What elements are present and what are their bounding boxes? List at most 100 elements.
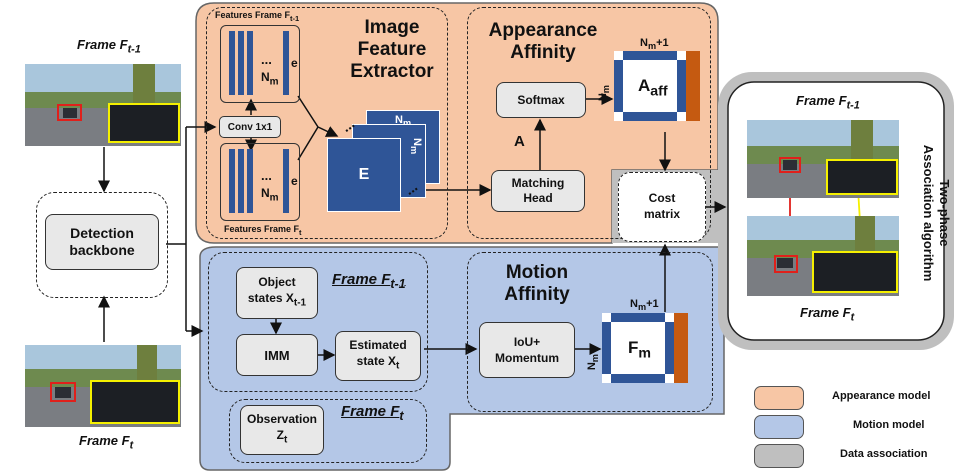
nm-sub: m	[269, 192, 279, 204]
features-bottom-label: Features Frame Ft	[224, 224, 302, 237]
two-phase-l1: Two-phase	[937, 179, 952, 247]
appearance-affinity-box	[467, 7, 711, 239]
object-l1: Object	[258, 275, 296, 290]
detection-label-2: backbone	[69, 242, 135, 258]
nm1-tail: +1	[656, 37, 669, 49]
observation-sub: t	[284, 434, 288, 446]
street-scene-prev-right	[747, 120, 899, 198]
features-bottom-sub: t	[299, 227, 302, 237]
matching-l1: Matching	[511, 176, 565, 190]
features-top-sub: t-1	[290, 13, 300, 23]
motion-prev-box	[208, 252, 428, 392]
cube-nm-side: Nm	[409, 138, 423, 154]
appearance-title-1: Appearance	[488, 20, 598, 41]
legend-swatch-motion	[754, 415, 804, 439]
estimated-l2: state X	[356, 354, 396, 369]
cost-l2: matrix	[643, 207, 681, 221]
features-curr-group: ... Nm e	[220, 143, 300, 221]
cost-matrix-outer	[618, 172, 706, 242]
frame-curr-right-sub: t	[850, 311, 855, 324]
nm-text: N	[261, 186, 270, 200]
detection-outer-box	[36, 192, 168, 298]
features-curr-dots: ...	[261, 168, 272, 183]
a-label: A	[514, 133, 525, 150]
cube-nm-text: N	[411, 138, 424, 146]
features-prev-dots: ...	[261, 52, 272, 67]
nm-side-sub: m	[601, 85, 612, 94]
frame-prev-left-text: Frame F	[77, 37, 128, 52]
fm-nm-side-sub: m	[590, 354, 601, 363]
feature-extractor-title-2: Feature	[357, 39, 427, 60]
detection-label-1: Detection	[70, 225, 134, 241]
a-aff-sub: aff	[650, 83, 668, 100]
object-l2: states X	[247, 291, 294, 306]
a-aff-text: A	[638, 76, 651, 95]
features-bottom-text: Features Frame F	[224, 224, 300, 234]
feature-extractor-box	[206, 7, 448, 239]
iou-l1: IoU+	[513, 335, 541, 349]
features-top-label: Features Frame Ft-1	[215, 10, 299, 23]
motion-frame-prev-label: Frame Ft-1	[332, 271, 406, 291]
motion-title-1: Motion	[505, 262, 569, 283]
a-aff-matrix-graphic	[614, 51, 700, 121]
motion-frame-curr-sub: t	[399, 409, 404, 423]
cube-nm-sub: m	[403, 118, 411, 128]
legend-label-appearance: Appearance model	[832, 390, 931, 402]
fm-nm1-sub: m	[637, 302, 647, 313]
nm-text: N	[261, 70, 270, 84]
feature-bar	[238, 149, 244, 213]
f-m-text: F	[628, 338, 639, 357]
cost-l1: Cost	[648, 191, 676, 205]
object-sub: t-1	[293, 297, 307, 309]
feature-bar	[283, 149, 289, 213]
imm-box: IMM	[236, 334, 318, 376]
f-m-matrix-graphic	[602, 313, 688, 383]
features-prev-group: ... Nm e	[220, 25, 300, 103]
motion-frame-prev-sub: t-1	[390, 277, 406, 291]
iou-l2: Momentum	[495, 351, 559, 365]
softmax-box: Softmax	[496, 82, 586, 118]
estimated-l1: Estimated	[349, 338, 407, 353]
features-curr-nm: Nm	[261, 186, 279, 203]
cube-nm-sub: m	[408, 145, 419, 155]
cube-nm-text: N	[395, 114, 403, 126]
feature-extractor-title: Image Feature Extractor	[338, 17, 446, 83]
motion-frame-curr-label: Frame Ft	[341, 403, 404, 423]
motion-frame-prev-text: Frame F	[332, 271, 391, 288]
features-prev-e: e	[291, 56, 298, 70]
aff-nm-side-label: Nm	[597, 85, 611, 101]
frame-curr-right-label: Frame Ft	[800, 305, 854, 324]
observation-l1: Observation	[246, 412, 318, 427]
fm-nm1-label: Nm+1	[630, 298, 659, 312]
legend-swatch-association	[754, 444, 804, 468]
legend-label-motion: Motion model	[853, 419, 925, 431]
feature-bar	[283, 31, 289, 95]
cost-matrix-label: Cost matrix	[624, 190, 700, 222]
frame-prev-left-image	[25, 64, 181, 146]
nm1-text: N	[640, 37, 648, 49]
fm-nm-side-label: Nm	[586, 354, 600, 370]
motion-title-2: Affinity	[504, 284, 570, 305]
frame-prev-left-sub: t-1	[127, 43, 141, 56]
frame-prev-right-label: Frame Ft-1	[796, 93, 860, 112]
observation-l2: Z	[276, 428, 284, 443]
appearance-affinity-title: Appearance Affinity	[478, 20, 608, 64]
feature-bar	[229, 149, 235, 213]
frame-prev-right-sub: t-1	[846, 99, 860, 112]
nm-side-text: N	[596, 93, 609, 102]
legend-label-association: Data association	[840, 448, 928, 460]
aff-nm1-label: Nm+1	[640, 37, 669, 51]
iou-momentum-box: IoU+ Momentum	[479, 322, 575, 378]
two-phase-l2: Association algorithm	[921, 144, 936, 282]
f-m-matrix: Fm	[602, 313, 688, 383]
frame-curr-left-text: Frame F	[79, 433, 130, 448]
appearance-title-2: Affinity	[510, 42, 576, 63]
feature-bar	[238, 31, 244, 95]
legend-swatch-appearance	[754, 386, 804, 410]
conv-1x1: Conv 1x1	[219, 116, 281, 138]
